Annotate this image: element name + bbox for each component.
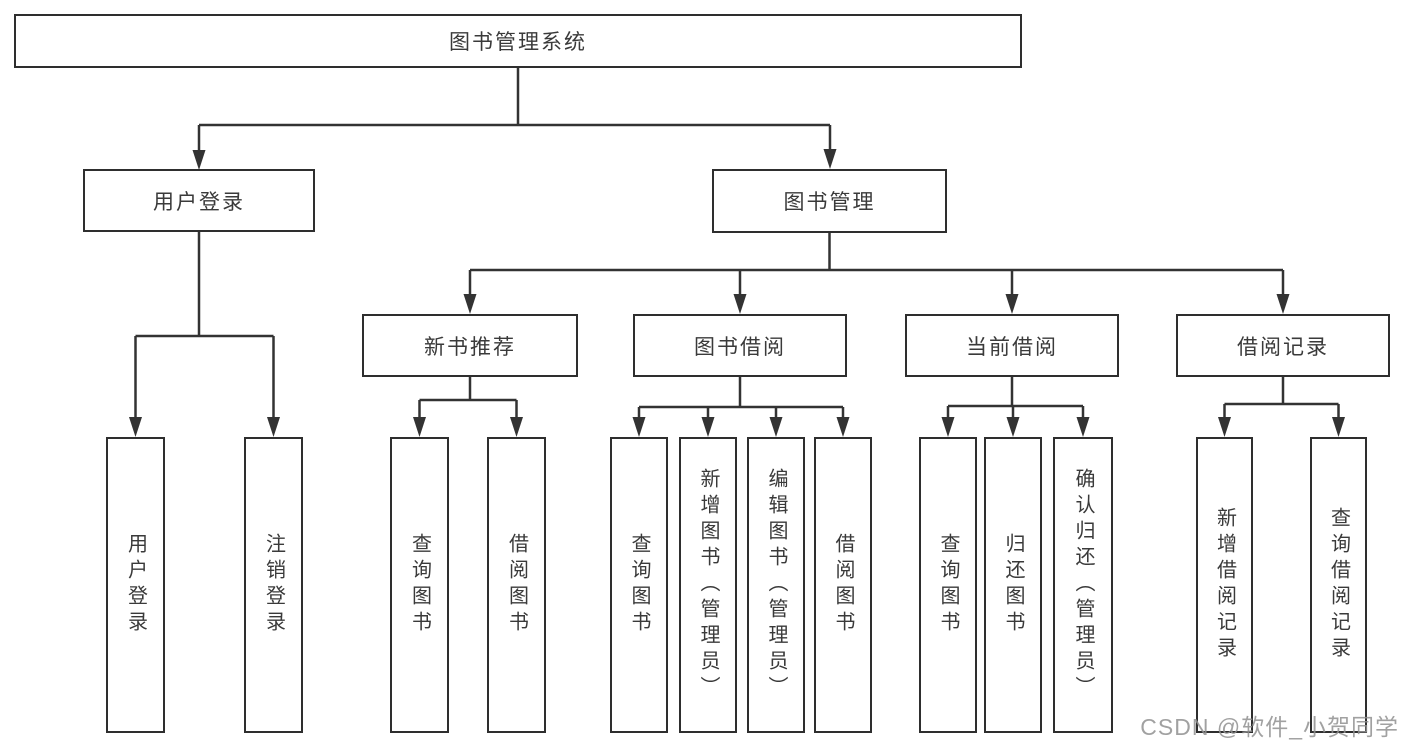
leaf-user-login-label: 用户登录 [124, 533, 147, 637]
node-root-system: 图书管理系统 [14, 14, 1022, 68]
csdn-watermark: CSDN @软件_小贺同学 [1140, 714, 1399, 740]
connector-edges [134, 68, 1340, 418]
leaf-query-books-borrowing: 查询图书 [610, 437, 668, 733]
leaf-query-books-recommend: 查询图书 [390, 437, 449, 733]
leaf-query-books-recommend-label: 查询图书 [408, 533, 431, 637]
leaf-borrow-books-recommend: 借阅图书 [487, 437, 546, 733]
node-book-management-label: 图书管理 [783, 191, 876, 214]
leaf-query-borrow-record-label: 查询借阅记录 [1327, 507, 1350, 663]
leaf-return-books: 归还图书 [984, 437, 1042, 733]
node-user-login-label: 用户登录 [153, 190, 245, 214]
leaf-confirm-return-admin: 确认归还（管理员） [1053, 437, 1113, 733]
node-new-book-recommend: 新书推荐 [362, 314, 578, 377]
leaf-add-borrow-record: 新增借阅记录 [1196, 437, 1253, 733]
node-borrowing-records-label: 借阅记录 [1237, 335, 1329, 359]
leaf-logout-label: 注销登录 [262, 533, 285, 637]
node-new-book-recommend-label: 新书推荐 [424, 335, 516, 359]
node-book-borrowing-label: 图书借阅 [694, 335, 786, 359]
node-book-management: 图书管理 [712, 169, 947, 233]
leaf-query-borrow-record: 查询借阅记录 [1310, 437, 1367, 733]
leaf-borrow-books-borrowing-label: 借阅图书 [832, 533, 854, 637]
leaf-edit-books-admin-label: 编辑图书（管理员） [765, 468, 787, 702]
leaf-confirm-return-admin-label: 确认归还（管理员） [1072, 468, 1094, 702]
leaf-add-borrow-record-label: 新增借阅记录 [1213, 507, 1236, 663]
leaf-logout: 注销登录 [244, 437, 303, 733]
leaf-query-books-current-label: 查询图书 [937, 533, 959, 637]
leaf-query-books-borrowing-label: 查询图书 [628, 533, 650, 637]
leaf-query-books-current: 查询图书 [919, 437, 977, 733]
leaf-add-books-admin: 新增图书（管理员） [679, 437, 737, 733]
leaf-borrow-books-borrowing: 借阅图书 [814, 437, 872, 733]
node-root-label: 图书管理系统 [449, 31, 587, 54]
leaf-edit-books-admin: 编辑图书（管理员） [747, 437, 805, 733]
leaf-borrow-books-recommend-label: 借阅图书 [505, 533, 528, 637]
leaf-user-login: 用户登录 [106, 437, 165, 733]
leaf-add-books-admin-label: 新增图书（管理员） [697, 468, 719, 702]
node-user-login: 用户登录 [83, 169, 315, 232]
node-book-borrowing: 图书借阅 [633, 314, 847, 377]
node-current-borrowing-label: 当前借阅 [966, 335, 1058, 359]
arrowhead-icons [129, 149, 1345, 437]
node-borrowing-records: 借阅记录 [1176, 314, 1390, 377]
node-current-borrowing: 当前借阅 [905, 314, 1119, 377]
leaf-return-books-label: 归还图书 [1002, 533, 1024, 637]
